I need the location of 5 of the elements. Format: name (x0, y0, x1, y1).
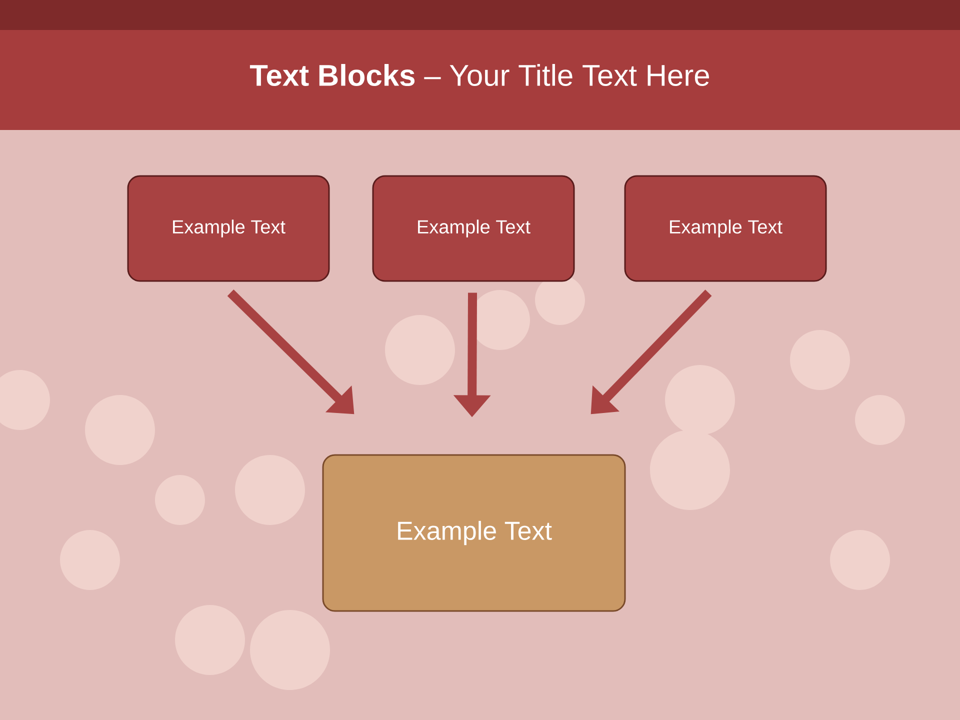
slide-title: Text Blocks – Your Title Text Here (250, 64, 709, 86)
text-box: Example Text (624, 175, 827, 282)
text-box: Example Text (322, 454, 626, 612)
text-box: Example Text (372, 175, 575, 282)
text-box: Example Text (127, 175, 330, 282)
